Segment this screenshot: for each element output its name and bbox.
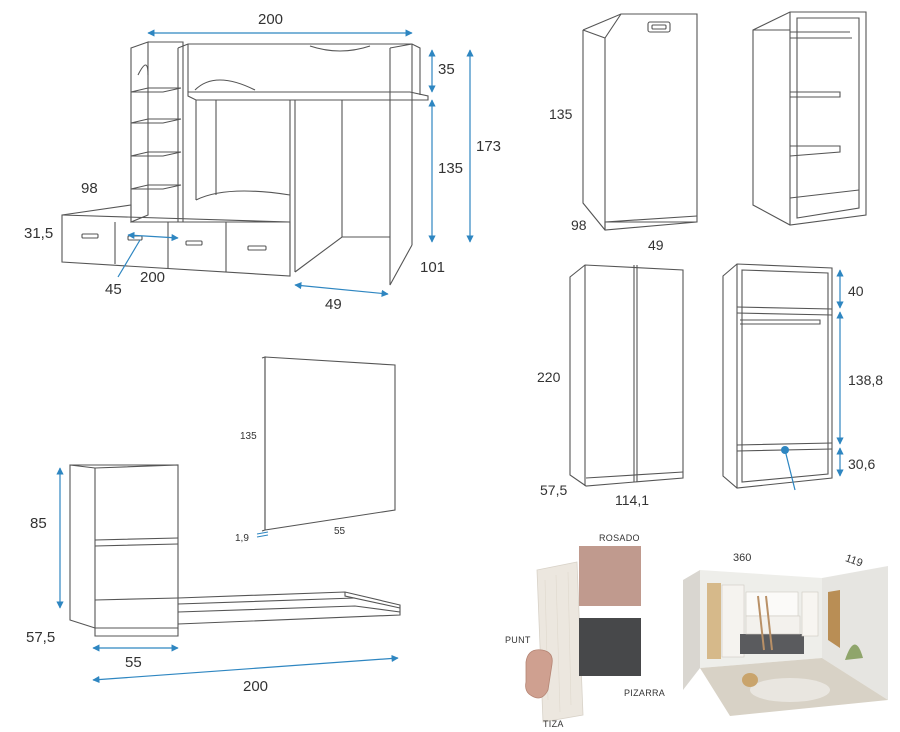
narrow-wardrobe-closed	[582, 13, 698, 231]
tall-wardrobe-width-label: 114,1	[615, 492, 649, 508]
swatch-rosado	[579, 546, 641, 606]
wardrobe-detail-marker	[781, 446, 789, 454]
room-width-label: 360	[733, 552, 752, 564]
shelf-unit-width-label: 55	[125, 654, 142, 671]
shelf-unit-depth-label: 57,5	[26, 629, 56, 646]
tall-wardrobe-open	[722, 263, 833, 489]
panel-thickness-label: 1,9	[235, 533, 249, 544]
room-render	[683, 566, 888, 716]
panel-width-label: 55	[334, 526, 346, 537]
shelf-total-width-label: 200	[243, 678, 269, 695]
bunk-bed-total-height-label: 173	[476, 138, 502, 155]
panel-dimension-lines	[256, 531, 269, 538]
wardrobe-bottom-section-label: 30,6	[848, 456, 876, 472]
wardrobe-middle-section-label: 138,8	[848, 372, 884, 388]
narrow-wardrobe-open	[752, 11, 867, 226]
swatch-punt	[525, 649, 553, 699]
bunk-bed-drawing	[61, 41, 429, 286]
headboard-panel	[261, 356, 396, 532]
bunk-bed-depth-label: 98	[81, 180, 98, 197]
narrow-wardrobe-width-label: 49	[648, 237, 664, 253]
swatch-pizarra	[579, 618, 641, 676]
finish-rosado-label: ROSADO	[599, 533, 640, 543]
shelf-unit-height-label: 85	[30, 515, 47, 532]
shelf-unit-dimension-lines	[56, 467, 399, 684]
finish-punt-label: PUNT	[505, 635, 531, 645]
tall-wardrobe-height-label: 220	[537, 369, 561, 385]
finish-swatches	[525, 546, 641, 723]
panel-height-label: 135	[240, 431, 257, 442]
finish-pizarra-label: PIZARRA	[624, 688, 666, 698]
wardrobe-top-section-label: 40	[848, 283, 864, 299]
bunk-bed-dimension-lines	[117, 29, 474, 297]
narrow-wardrobe-depth-label: 98	[571, 217, 587, 233]
tall-wardrobe-dimension-lines	[784, 269, 844, 491]
finish-tiza-label: TIZA	[543, 719, 564, 729]
bunk-bed-height-label: 135	[438, 160, 464, 177]
tall-wardrobe-closed	[569, 264, 684, 487]
drawer-depth-label: 45	[105, 281, 122, 298]
bunk-bed-width-label: 200	[258, 11, 284, 28]
tall-wardrobe-depth-label: 57,5	[540, 482, 568, 498]
drawer-height-label: 31,5	[24, 225, 54, 242]
desk-width-label: 49	[325, 296, 342, 313]
bunk-bed-top-rail-label: 35	[438, 61, 455, 78]
shelf-unit-drawing	[69, 464, 401, 637]
bunk-bed-right-depth-label: 101	[420, 259, 446, 276]
narrow-wardrobe-height-label: 135	[549, 106, 573, 122]
drawer-width-label: 200	[140, 269, 166, 286]
